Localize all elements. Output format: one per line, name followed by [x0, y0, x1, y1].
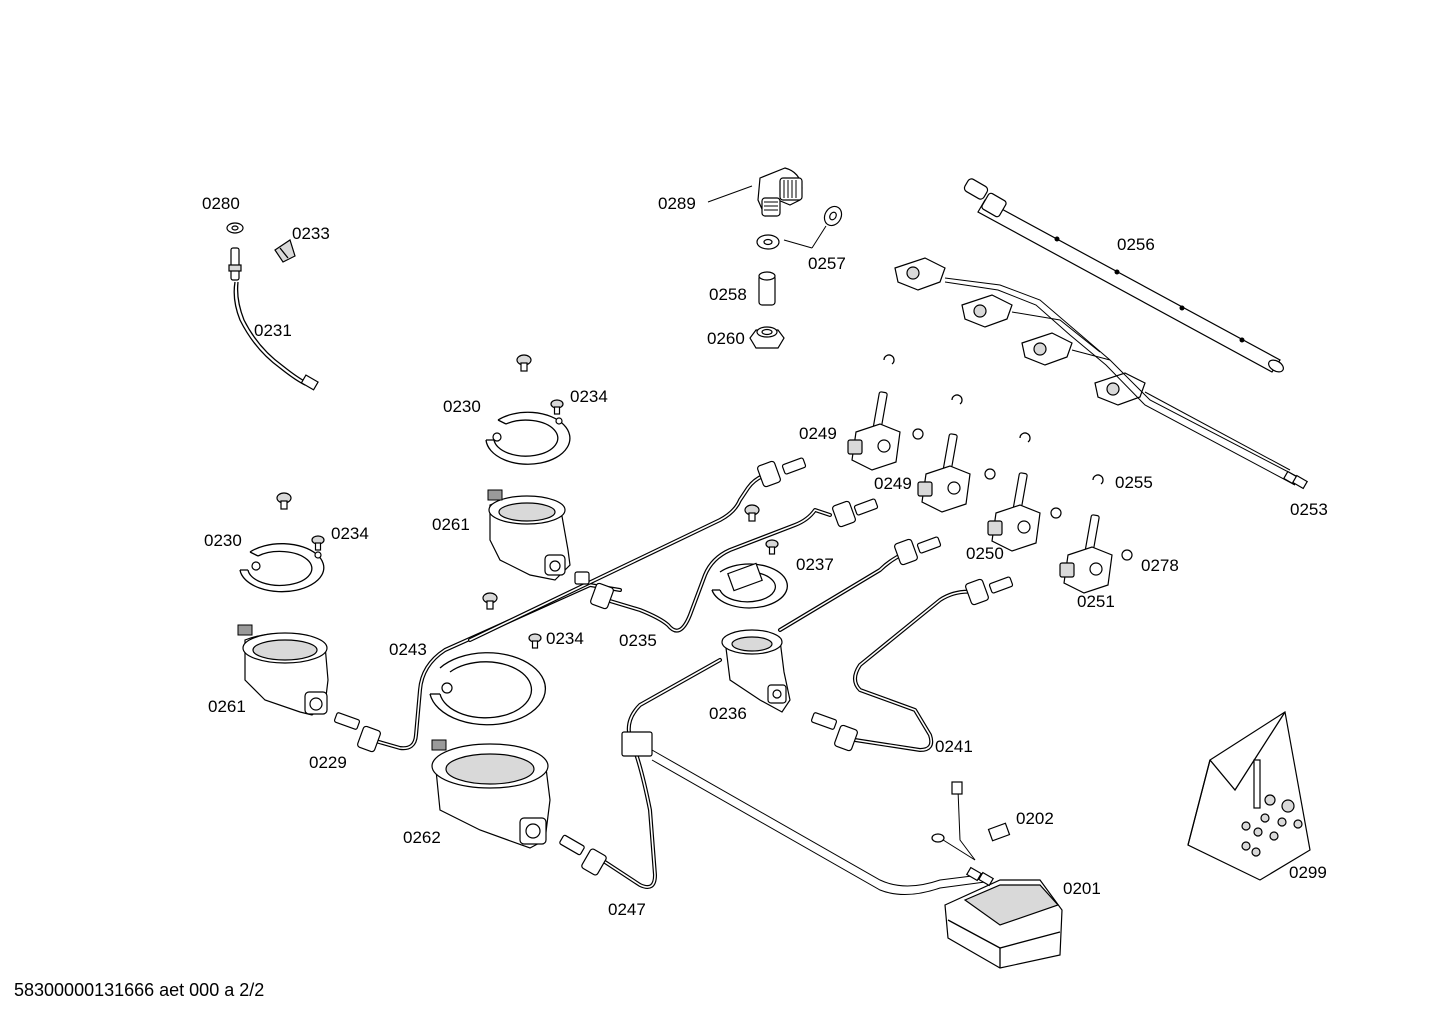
burner-bodies: [237, 489, 791, 849]
burner-0261-front: [237, 624, 329, 716]
label-0201: 0201: [1063, 879, 1101, 898]
label-0230-rear: 0230: [443, 397, 481, 416]
label-0249-b: 0249: [874, 474, 912, 493]
label-0229: 0229: [309, 753, 347, 772]
document-footer: 58300000131666 aet 000 a 2/2: [14, 980, 265, 1000]
label-0249-a: 0249: [799, 424, 837, 443]
label-0236: 0236: [709, 704, 747, 723]
screws: [276, 354, 779, 649]
label-0247: 0247: [608, 900, 646, 919]
label-0299: 0299: [1289, 863, 1327, 882]
label-0256: 0256: [1117, 235, 1155, 254]
burner-0261-rear: [487, 489, 571, 581]
label-0241: 0241: [935, 737, 973, 756]
label-0250: 0250: [966, 544, 1004, 563]
label-0255: 0255: [1115, 473, 1153, 492]
clips: [883, 354, 1104, 485]
label-0234-front: 0234: [331, 524, 369, 543]
label-0233: 0233: [292, 224, 330, 243]
label-0253: 0253: [1290, 500, 1328, 519]
label-0251: 0251: [1077, 592, 1115, 611]
gas-manifold: [963, 178, 1284, 373]
label-0237: 0237: [796, 555, 834, 574]
burner-0236: [721, 629, 791, 713]
label-0260: 0260: [707, 329, 745, 348]
label-0261-rear: 0261: [432, 515, 470, 534]
label-0230-front: 0230: [204, 531, 242, 550]
gas-pipes: [370, 472, 977, 889]
label-0231: 0231: [254, 321, 292, 340]
gas-valves: [847, 391, 1133, 594]
label-0289: 0289: [658, 194, 696, 213]
pipe-fittings: [333, 457, 1014, 876]
label-0243: 0243: [389, 640, 427, 659]
label-0234-rear: 0234: [570, 387, 608, 406]
label-0258: 0258: [709, 285, 747, 304]
label-0262: 0262: [403, 828, 441, 847]
label-0234-center: 0234: [546, 629, 584, 648]
label-0280: 0280: [202, 194, 240, 213]
ignition-module: [621, 731, 1063, 969]
label-0257: 0257: [808, 254, 846, 273]
thermocouple-assembly: [894, 257, 1309, 490]
part-labels: 0280 0233 0231 0289 0257 0258 0260 0256 …: [202, 194, 1328, 919]
label-0278: 0278: [1141, 556, 1179, 575]
gas-inlet-fittings: [749, 167, 843, 349]
leader-lines: [707, 185, 827, 249]
ignition-electrode: [226, 222, 319, 391]
accessory-bag: [1187, 711, 1311, 881]
label-0235: 0235: [619, 631, 657, 650]
label-0261-front: 0261: [208, 697, 246, 716]
label-0202: 0202: [1016, 809, 1054, 828]
burner-mounting-rings: [239, 411, 788, 726]
burner-0262: [431, 739, 551, 849]
